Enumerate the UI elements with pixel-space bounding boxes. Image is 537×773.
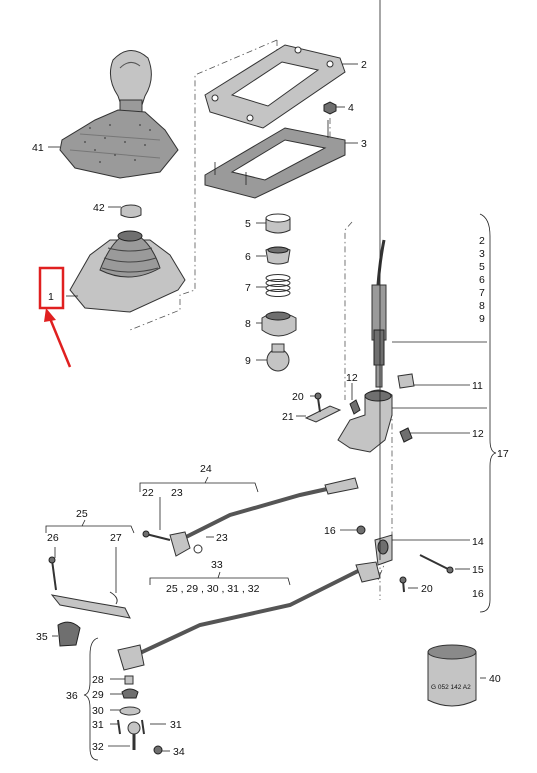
callout-29: 29 [92,689,104,701]
callout-21: 21 [282,411,294,423]
nut-4 [323,101,337,115]
lower-rod [117,525,454,671]
callout-42: 42 [93,202,105,214]
small-clips [304,392,413,443]
callout-23a: 23 [171,487,183,499]
gasket-plate [204,44,346,129]
callout-28: 28 [92,674,104,686]
callout-25: 25 [76,508,88,520]
joint-parts-28-34 [117,675,163,755]
callout-4: 4 [348,102,354,114]
group-17-item: 8 [479,300,485,312]
callout-31b: 31 [170,719,182,731]
callout-34: 34 [173,746,185,758]
callout-32: 32 [92,741,104,753]
callout-9: 9 [245,355,251,367]
group-17-item: 9 [479,313,485,325]
callout-41: 41 [32,142,44,154]
callout-lines [48,0,487,752]
callout-15: 15 [472,564,484,576]
callout-31a: 31 [92,719,104,731]
callout-16b: 16 [472,588,484,600]
highlight-box [38,266,65,310]
callout-5: 5 [245,218,251,230]
callout-labels: 2 4 3 5 6 7 8 9 11 12 12 20 21 17 24 22 … [32,59,509,758]
callout-11: 11 [472,380,483,392]
group-braces [45,213,497,761]
frame-plate [204,120,346,199]
callout-17: 17 [497,448,509,460]
callout-24: 24 [200,463,212,475]
callout-30: 30 [92,705,104,717]
group-17-item: 7 [479,287,485,299]
callout-7: 7 [245,282,251,294]
inner-boot [69,230,186,313]
callout-20a: 20 [292,391,304,403]
group-17-item: 5 [479,261,485,273]
group-17-item: 2 [479,235,485,247]
callout-35: 35 [36,631,48,643]
callout-27: 27 [110,532,122,544]
upper-rod [142,477,359,557]
callout-3: 3 [361,138,367,150]
callout-33-list: 25 , 29 , 30 , 31 , 32 [166,583,260,595]
clamp-ring-42 [120,204,142,218]
callout-33: 33 [211,559,223,571]
callout-23b: 23 [216,532,228,544]
highlight-arrowhead [44,308,56,322]
gear-knob-boot [59,50,179,179]
sleeve-marking: G 052 142 A2 [431,684,471,691]
callout-16a: 16 [324,525,336,537]
highlight-arrow [47,315,72,368]
shift-lever-assembly [337,239,415,453]
callout-8: 8 [245,318,251,330]
callout-1: 1 [48,291,54,303]
callout-36: 36 [66,690,78,702]
callout-12b: 12 [472,428,484,440]
callout-12a: 12 [346,372,358,384]
sleeve-40: G 052 142 A2 [427,644,477,707]
callout-22: 22 [142,487,154,499]
stacked-parts-5-9 [261,213,297,372]
callout-20b: 20 [421,583,433,595]
bracket-25 [48,556,131,647]
callout-26: 26 [47,532,59,544]
highlight-marker [38,266,72,368]
callout-2: 2 [361,59,367,71]
callout-6: 6 [245,251,251,263]
group-17-item: 6 [479,274,485,286]
callout-40: 40 [489,673,501,685]
callout-14: 14 [472,536,484,548]
group-17-item: 3 [479,248,485,260]
